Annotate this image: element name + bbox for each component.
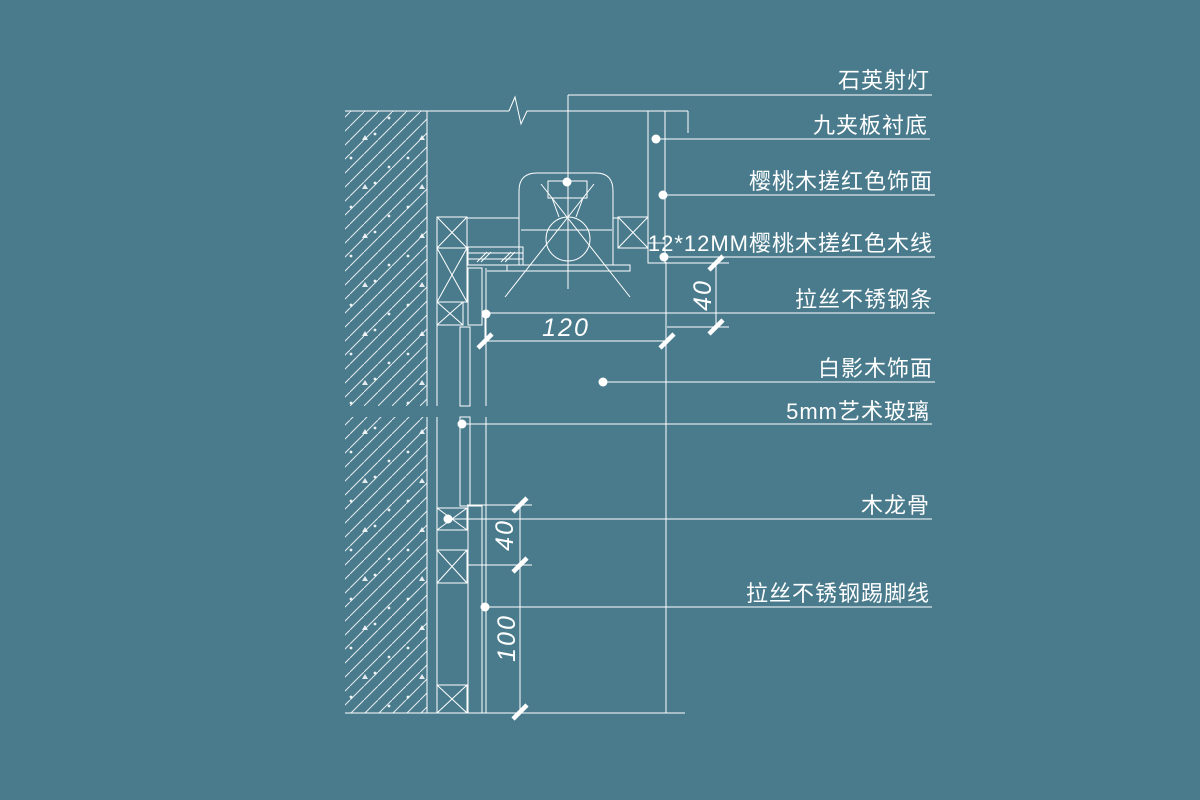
- dim-upper-reveal: 40: [689, 279, 717, 311]
- dimension-100: 100: [493, 565, 529, 721]
- leader-dots: [443, 134, 669, 612]
- callout-art-glass: 5mm艺术玻璃: [786, 399, 930, 424]
- leader-lines: [448, 94, 935, 608]
- callout-wood-keel: 木龙骨: [861, 493, 930, 518]
- dim-lower-reveal: 40: [491, 519, 519, 551]
- lamp-neck: [551, 197, 584, 218]
- wall-hatch: [345, 111, 427, 713]
- callout-brushed-steel-strip: 拉丝不锈钢条: [795, 287, 933, 312]
- callout-cherry-red-trim: 12*12MM樱桃木搓红色木线: [648, 231, 933, 256]
- wood-blocking-x-boxes: [436, 216, 649, 714]
- art-glass-strip: [459, 326, 471, 507]
- spotlight-fixture: [504, 95, 631, 298]
- lamp-flange: [506, 264, 631, 272]
- dimension-120: 120: [476, 262, 729, 350]
- lamp-housing: [518, 172, 614, 265]
- callout-white-shadow-veneer: 白影木饰面: [818, 356, 933, 381]
- dimension-40-upper: 40: [689, 254, 725, 336]
- cherry-veneer-board: [467, 246, 524, 266]
- callout-cherry-red-veneer: 樱桃木搓红色饰面: [749, 169, 933, 194]
- callout-brushed-steel-skirting: 拉丝不锈钢踢脚线: [746, 581, 930, 606]
- dim-recess-width: 120: [542, 314, 590, 342]
- callout-quartz-spotlight: 石英射灯: [838, 68, 930, 93]
- callout-labels: 石英射灯 九夹板衬底 樱桃木搓红色饰面 12*12MM樱桃木搓红色木线 拉丝不锈…: [648, 68, 933, 606]
- light-rays: [504, 183, 631, 298]
- callout-plywood-backing: 九夹板衬底: [813, 113, 928, 138]
- dim-skirting-height: 100: [493, 614, 521, 662]
- break-symbol: [508, 95, 528, 126]
- plywood-small-strip: [467, 267, 483, 326]
